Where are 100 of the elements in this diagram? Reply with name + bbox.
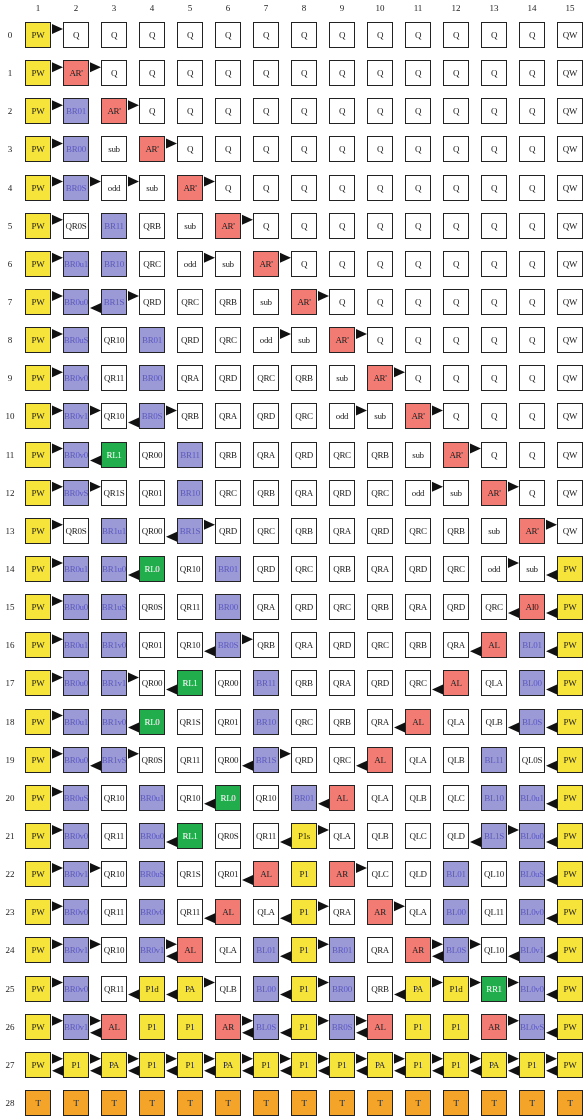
state-cell: Q bbox=[101, 60, 127, 87]
state-cell: QR10 bbox=[101, 403, 127, 430]
state-cell: Q bbox=[291, 250, 317, 277]
state-cell: T bbox=[481, 1089, 507, 1116]
state-cell: QR0S bbox=[63, 517, 89, 544]
state-cell: QRD bbox=[139, 288, 165, 315]
state-cell: PW bbox=[25, 517, 51, 544]
state-cell: PW bbox=[557, 937, 583, 964]
state-cell: Q bbox=[139, 22, 165, 48]
state-cell: sub bbox=[139, 174, 165, 201]
row-number: 4 bbox=[6, 182, 14, 193]
state-cell: RR1 bbox=[481, 975, 507, 1002]
state-cell: AR' bbox=[481, 479, 507, 506]
state-cell: AR' bbox=[405, 403, 431, 430]
state-cell: QL10 bbox=[481, 861, 507, 888]
state-cell: PA bbox=[367, 1051, 393, 1078]
state-cell: QW bbox=[557, 212, 583, 239]
state-cell: BL11 bbox=[481, 746, 507, 773]
state-cell: QR01 bbox=[215, 708, 241, 735]
state-cell: PW bbox=[25, 22, 51, 48]
state-cell: QRA bbox=[329, 670, 355, 697]
state-cell: RL0 bbox=[215, 784, 241, 811]
state-cell: P1 bbox=[291, 899, 317, 926]
state-cell: QW bbox=[557, 174, 583, 201]
state-cell: T bbox=[139, 1089, 165, 1116]
state-cell: QLC bbox=[443, 784, 469, 811]
state-cell: Q bbox=[443, 403, 469, 430]
column-number: 8 bbox=[300, 3, 308, 13]
state-cell: PW bbox=[557, 555, 583, 582]
state-cell: Q bbox=[367, 174, 393, 201]
state-cell: P1 bbox=[291, 861, 317, 888]
state-cell: BL01 bbox=[443, 861, 469, 888]
state-cell: BR00 bbox=[215, 594, 241, 621]
state-cell: QRC bbox=[443, 555, 469, 582]
state-cell: P1d bbox=[139, 975, 165, 1002]
state-cell: QR11 bbox=[101, 822, 127, 849]
state-cell: BR10 bbox=[253, 708, 279, 735]
state-cell: QR00 bbox=[215, 746, 241, 773]
state-cell: PW bbox=[25, 441, 51, 468]
state-cell: AR' bbox=[443, 441, 469, 468]
state-cell: PW bbox=[557, 861, 583, 888]
row-number: 14 bbox=[4, 563, 16, 574]
state-cell: PW bbox=[25, 250, 51, 277]
state-cell: Q bbox=[177, 98, 203, 125]
state-cell: QRC bbox=[139, 250, 165, 277]
state-cell: QRC bbox=[367, 479, 393, 506]
state-cell: BR0u0 bbox=[63, 670, 89, 697]
state-cell: PW bbox=[557, 746, 583, 773]
state-cell: Q bbox=[291, 98, 317, 125]
state-cell: BL01 bbox=[519, 632, 545, 659]
state-cell: T bbox=[405, 1089, 431, 1116]
state-cell: BR00 bbox=[139, 365, 165, 392]
state-cell: Q bbox=[405, 250, 431, 277]
state-cell: BL0u0 bbox=[519, 822, 545, 849]
state-cell: QLB bbox=[443, 746, 469, 773]
state-cell: Q bbox=[405, 288, 431, 315]
state-cell: Q bbox=[291, 60, 317, 87]
state-cell: QRA bbox=[215, 403, 241, 430]
state-cell: BR0S bbox=[63, 174, 89, 201]
state-cell: sub bbox=[253, 288, 279, 315]
state-cell: P1 bbox=[63, 1051, 89, 1078]
state-cell: QL11 bbox=[481, 899, 507, 926]
state-cell: QRC bbox=[291, 403, 317, 430]
state-cell: Q bbox=[367, 98, 393, 125]
state-cell: Q bbox=[481, 98, 507, 125]
state-cell: Q bbox=[367, 60, 393, 87]
state-cell: QLB bbox=[367, 822, 393, 849]
state-cell: PW bbox=[25, 937, 51, 964]
state-cell: Q bbox=[329, 212, 355, 239]
state-cell: Q bbox=[481, 250, 507, 277]
state-cell: sub bbox=[443, 479, 469, 506]
state-cell: Q bbox=[481, 174, 507, 201]
state-cell: QR11 bbox=[101, 899, 127, 926]
state-cell: AR bbox=[481, 1013, 507, 1040]
state-cell: QRA bbox=[291, 632, 317, 659]
state-cell: BR0v0 bbox=[63, 441, 89, 468]
state-cell: QRB bbox=[253, 479, 279, 506]
state-cell: T bbox=[177, 1089, 203, 1116]
state-cell: RL0 bbox=[139, 555, 165, 582]
column-number: 7 bbox=[262, 3, 270, 13]
column-number: 5 bbox=[186, 3, 194, 13]
state-cell: AL bbox=[367, 1013, 393, 1040]
state-cell: Q bbox=[215, 60, 241, 87]
state-cell: sub bbox=[291, 327, 317, 354]
state-cell: RL1 bbox=[101, 441, 127, 468]
state-cell: PW bbox=[25, 632, 51, 659]
state-cell: BR0v0 bbox=[63, 822, 89, 849]
state-cell: QRB bbox=[405, 632, 431, 659]
state-cell: AI0 bbox=[519, 594, 545, 621]
state-cell: sub bbox=[367, 403, 393, 430]
state-cell: QRB bbox=[139, 212, 165, 239]
state-cell: AL bbox=[215, 899, 241, 926]
state-cell: QW bbox=[557, 136, 583, 163]
state-cell: QLA bbox=[481, 670, 507, 697]
state-cell: Q bbox=[519, 98, 545, 125]
state-cell: Q bbox=[443, 212, 469, 239]
state-cell: sub bbox=[215, 250, 241, 277]
state-cell: T bbox=[367, 1089, 393, 1116]
state-cell: P1 bbox=[519, 1051, 545, 1078]
state-cell: QRC bbox=[481, 594, 507, 621]
